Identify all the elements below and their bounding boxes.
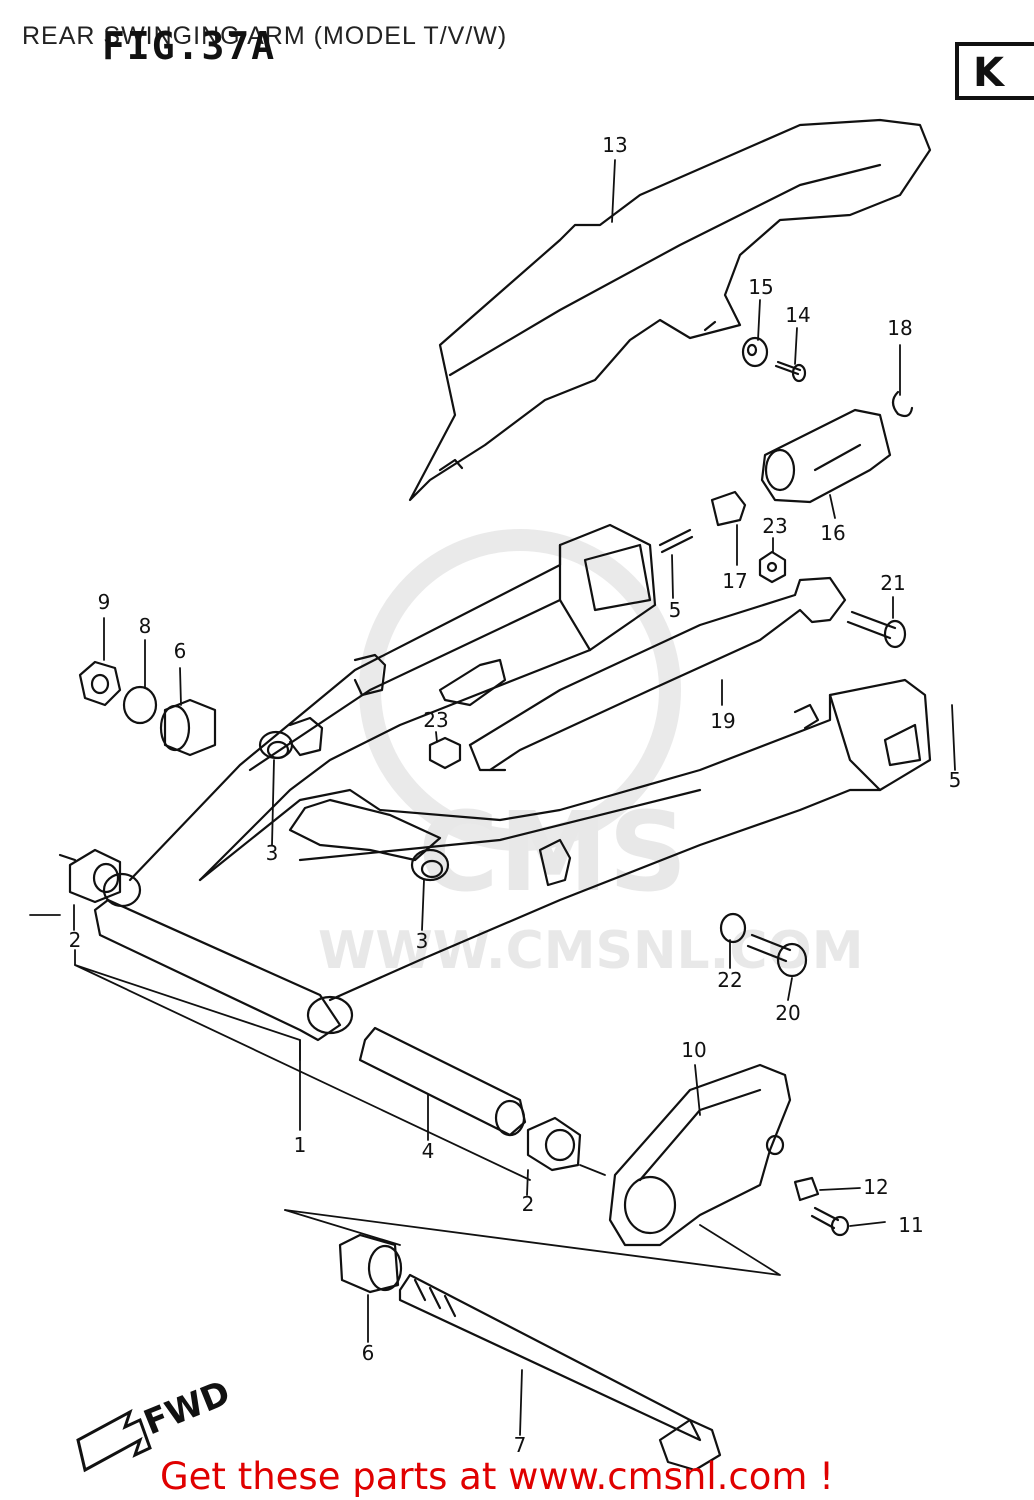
pivot-shaft-part-7 [398,1273,722,1472]
leader-lines [29,159,956,1436]
callout-1: 1 [294,1133,307,1157]
callout-16: 16 [820,521,845,545]
washer-part-22 [719,912,747,944]
callout-2-lower: 2 [522,1192,535,1216]
page-title: REAR SWINGING ARM (MODEL T/V/W) [22,22,508,50]
bushing-part-2-lower [526,1116,582,1172]
callout-23-lower: 23 [423,708,448,732]
nut-part-23-lower [428,736,462,770]
callout-labels: 13 15 14 18 16 23 17 21 5 9 8 6 19 23 5 … [69,133,962,1457]
callout-3-left: 3 [266,841,279,865]
callout-22: 22 [717,968,742,992]
collar-part-12 [793,1176,820,1202]
chain-guide-part-10 [608,1063,792,1247]
washer-part-8 [122,685,158,725]
callout-14: 14 [785,303,810,327]
callout-13: 13 [602,133,627,157]
callout-2-upper: 2 [69,928,82,952]
sleeve-part-4 [358,1026,527,1137]
callout-5-upper: 5 [669,598,682,622]
callout-19: 19 [710,709,735,733]
screw-part-14 [774,360,807,383]
watermark: CMS WWW.CMSNL.COM [318,529,863,981]
callout-11: 11 [898,1213,923,1237]
bolt-part-20 [746,933,808,978]
collar-part-6-lower [338,1233,403,1294]
chain-adjuster-part-16 [760,408,892,504]
figure-label: FIG.37A [102,24,277,68]
callout-10: 10 [681,1038,706,1062]
callout-5-lower: 5 [949,768,962,792]
watermark-text: WWW.CMSNL.COM [318,921,863,981]
callout-12: 12 [863,1175,888,1199]
watermark-brand: CMS [418,788,687,916]
callout-20: 20 [775,1001,800,1025]
callout-4: 4 [422,1139,435,1163]
bolt-part-5-upper [658,528,694,554]
nut-part-9 [78,660,122,707]
washer-part-15 [741,336,769,368]
collar-part-6-upper [159,698,217,757]
nut-part-23-upper [758,550,787,584]
bolt-part-21 [846,610,907,649]
callout-8: 8 [139,614,152,638]
callout-15: 15 [748,275,773,299]
callout-9: 9 [98,590,111,614]
callout-7: 7 [514,1433,527,1457]
bolt-part-11 [810,1206,850,1237]
section-label: K [973,50,1004,96]
footer-shop-link[interactable]: Get these parts at www.cmsnl.com ! [160,1455,835,1498]
callout-23-upper: 23 [762,514,787,538]
torque-link-part-19 [468,576,847,772]
bolt-part-17 [710,490,747,527]
clamp [438,658,507,707]
chain-case-part-13 [408,118,932,502]
bearing-part-3-right [410,848,450,882]
section-badge: K [955,42,1034,100]
clip-part-18 [891,390,914,418]
callout-21: 21 [880,571,905,595]
swing-arm-part-1 [58,523,932,1042]
callout-3-right: 3 [416,929,429,953]
callout-17: 17 [722,569,747,593]
bushing-part-2-upper [68,848,122,904]
callout-6-lower: 6 [362,1341,375,1365]
callout-18: 18 [887,316,912,340]
callout-6-upper: 6 [174,639,187,663]
fwd-label: FWD [138,1373,235,1443]
bearing-part-3-left [258,730,294,760]
